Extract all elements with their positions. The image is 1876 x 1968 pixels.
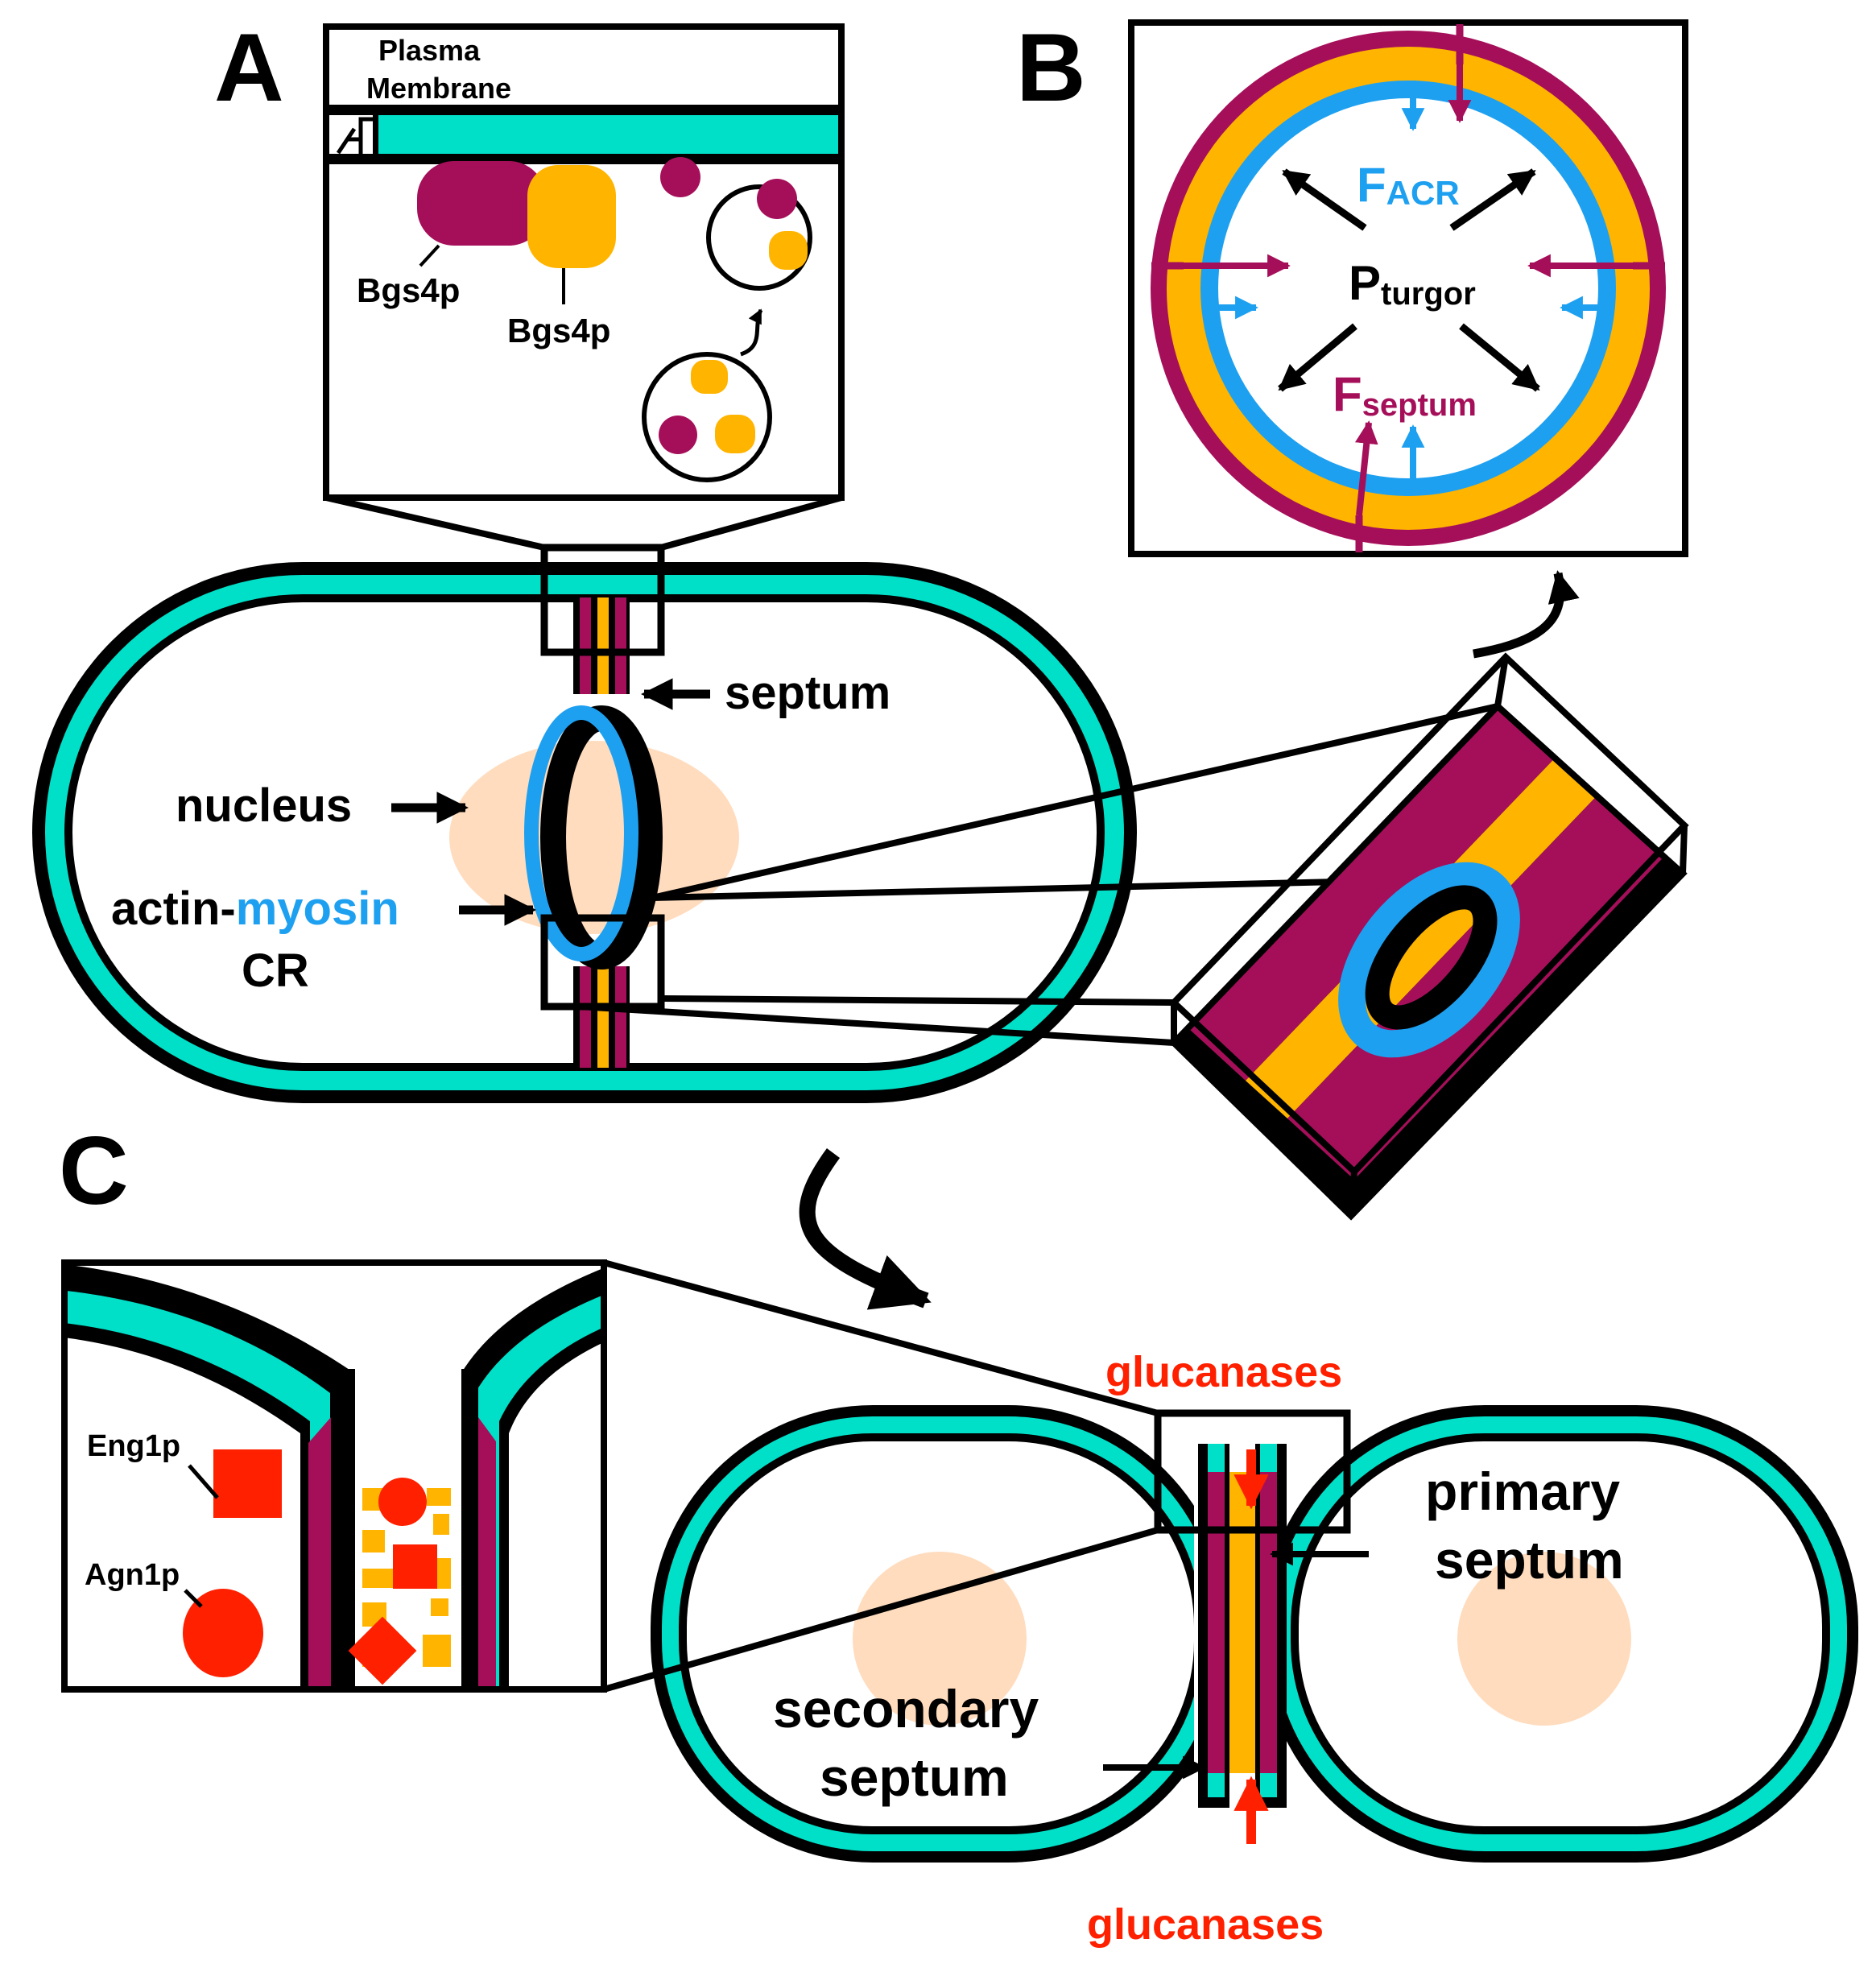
septum-label-a: septum (725, 667, 890, 719)
turgor-arrows (1278, 168, 1540, 392)
contractile-ring-a (524, 705, 663, 970)
primary-septum-label-1: primary (1425, 1462, 1620, 1521)
glucanases-bottom-label: glucanases (1087, 1900, 1324, 1949)
text-layer: A B C Plasma Membrane Bgs4p Bgs4p septum… (59, 14, 1624, 1949)
bgs4p-label-2: Bgs4p (507, 312, 610, 349)
glucanase-square (393, 1544, 437, 1589)
agn1p-label: Agn1p (85, 1558, 180, 1592)
f-septum-label: Fseptum (1333, 367, 1477, 423)
cr-label: CR (242, 945, 309, 997)
membrane-bracket (336, 117, 374, 162)
zoom-connectors-c (602, 1259, 1159, 1693)
agn1p-shape (183, 1589, 263, 1677)
nucleus-a (449, 741, 739, 934)
secondary-septum-label-1: secondary (773, 1679, 1039, 1739)
f-acr-f: F (1357, 158, 1386, 212)
actin-label: actin- (111, 883, 236, 935)
panel-label-b: B (1016, 14, 1086, 122)
inset-a (323, 23, 845, 501)
p-turgor-p: P (1349, 256, 1381, 310)
f-septum-sub: septum (1362, 387, 1477, 423)
glucanase-circle (378, 1478, 427, 1526)
arrows-a (391, 678, 710, 926)
vesicle-upper (706, 179, 812, 291)
septum-pointer-arrows (1103, 1542, 1369, 1780)
secondary-septum-left (1198, 1444, 1229, 1808)
bgs4p-label-1: Bgs4p (357, 271, 460, 309)
p-turgor-label: Pturgor (1349, 256, 1476, 312)
nucleus-label: nucleus (176, 779, 352, 832)
septum-force-arrows (1184, 64, 1633, 516)
septum-stripes-a (573, 597, 630, 1068)
bgs4p-yellow-membrane (527, 165, 616, 268)
actin-myosin-label: actin-myosin (111, 883, 399, 935)
panel-label-c: C (59, 1117, 129, 1225)
secondary-septum-label-2: septum (820, 1747, 1009, 1807)
secondary-septum-right (1255, 1444, 1287, 1808)
plasma-membrane-label-1: Plasma (378, 34, 481, 67)
glucanases-top-label: glucanases (1105, 1348, 1342, 1396)
myosin-label: myosin (236, 883, 399, 935)
acr-arrows (1208, 81, 1610, 479)
vesicle-fusion-arrow (740, 308, 763, 357)
p-turgor-sub: turgor (1381, 276, 1476, 312)
curved-arrow-c (799, 1148, 932, 1310)
primary-septum-band (1229, 1472, 1255, 1773)
zoom-connectors (325, 494, 1684, 1046)
vesicle-lower (642, 352, 772, 482)
zoom-box-top (540, 544, 665, 656)
bgs4p-small-dot (660, 157, 700, 197)
f-acr-label: FACR (1357, 158, 1460, 212)
f-acr-sub: ACR (1386, 174, 1460, 212)
panel-label-a: A (214, 14, 284, 122)
bgs4p-magenta-membrane (417, 161, 546, 246)
inset-c (61, 1259, 607, 1693)
f-septum-f: F (1333, 367, 1362, 421)
panel-c-cells (651, 1405, 1858, 1863)
rotate-arrow-b (1473, 570, 1580, 659)
primary-septum-label-2: septum (1435, 1530, 1624, 1590)
eng1p-label: Eng1p (87, 1429, 180, 1463)
eng1p-shape (213, 1449, 282, 1518)
plasma-membrane-label-2: Membrane (366, 72, 511, 105)
septum-3d-box (1169, 570, 1689, 1221)
panel-b (1128, 19, 1688, 557)
